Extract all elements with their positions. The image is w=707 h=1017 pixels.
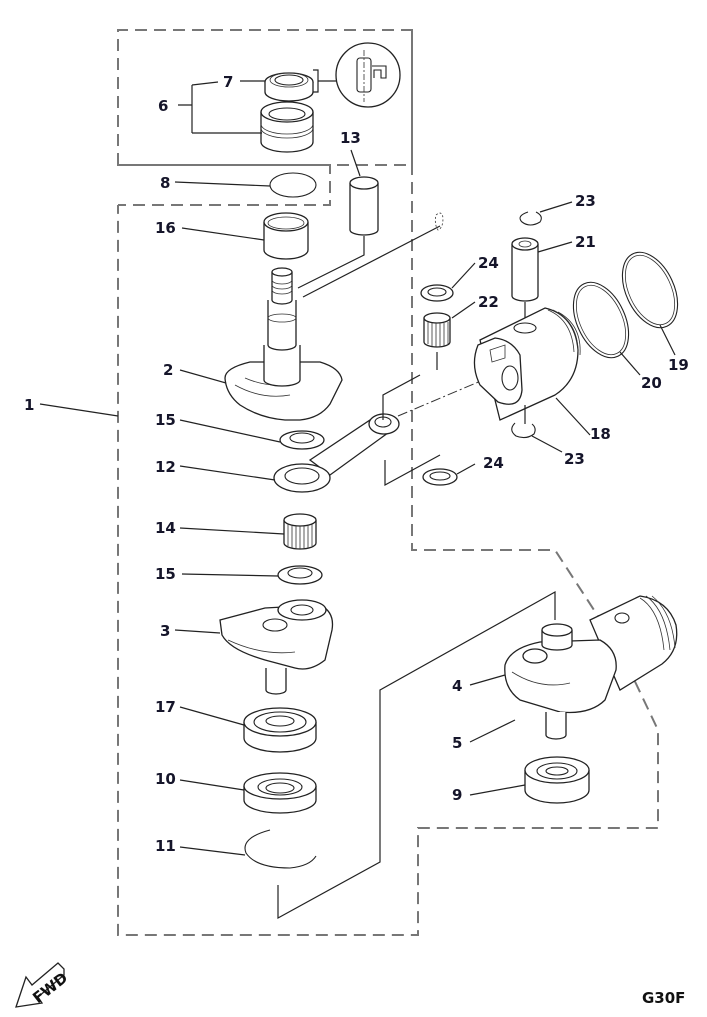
callout-20: 20	[641, 374, 662, 392]
part-12-connecting-rod[interactable]	[273, 413, 400, 493]
callout-10: 10	[155, 770, 176, 788]
callout-13: 13	[340, 129, 361, 147]
callout-11: 11	[155, 837, 176, 855]
fwd-arrow-icon: FWD	[15, 962, 71, 1008]
diagram-code: G30F	[642, 989, 685, 1007]
part-21-piston-pin[interactable]	[511, 237, 539, 302]
callout-3: 3	[160, 622, 170, 640]
callout-24a: 24	[478, 254, 499, 272]
oil-seal-detail-callout	[313, 42, 401, 108]
part-3-lower-crankshaft[interactable]	[219, 599, 334, 695]
dashed-outline-oring-group	[118, 164, 331, 206]
part-15-thrust-washer-upper[interactable]	[279, 430, 325, 450]
callout-24b: 24	[483, 454, 504, 472]
dashed-outline-crankshaft-assembly	[117, 30, 659, 936]
callout-19: 19	[668, 356, 689, 374]
part-20-piston-ring[interactable]	[562, 274, 639, 367]
callout-5: 5	[452, 734, 462, 752]
part-18-piston[interactable]	[473, 307, 581, 421]
part-23-clip-top[interactable]	[519, 211, 542, 226]
part-17-ball-bearing[interactable]	[243, 707, 317, 753]
part-16-bushing[interactable]	[263, 212, 309, 260]
callout-23a: 23	[575, 192, 596, 210]
callout-18: 18	[590, 425, 611, 443]
assembly-line-key	[297, 236, 365, 289]
part-22-small-end-bearing[interactable]	[423, 312, 451, 348]
callout-16: 16	[155, 219, 176, 237]
callout-23b: 23	[564, 450, 585, 468]
part-4-5-crankshaft-assembled[interactable]	[504, 595, 678, 740]
part-23-clip-bottom[interactable]	[511, 422, 536, 439]
part-24-washer-top[interactable]	[420, 284, 454, 302]
callout-2: 2	[163, 361, 173, 379]
callout-21: 21	[575, 233, 596, 251]
part-15-thrust-washer-lower[interactable]	[277, 565, 323, 585]
part-9-ball-bearing[interactable]	[524, 756, 590, 804]
callout-6: 6	[158, 97, 168, 115]
part-13-dowel-pin[interactable]	[349, 176, 379, 236]
callout-12: 12	[155, 458, 176, 476]
assembly-line-piston-pin	[384, 454, 441, 487]
assembly-line-small-end	[382, 374, 421, 420]
group-outlines	[117, 29, 659, 936]
callout-9: 9	[452, 786, 462, 804]
callout-4: 4	[452, 677, 462, 695]
callout-17: 17	[155, 698, 176, 716]
callout-labels: 1 2 3 4 5 6 7 8 9 10 11 12 13 14 15 15 1…	[24, 73, 689, 855]
part-2-upper-crankshaft[interactable]	[224, 267, 343, 421]
woodruff-key	[434, 212, 444, 231]
callout-8: 8	[160, 174, 170, 192]
leader-lines	[39, 80, 676, 856]
part-19-piston-ring[interactable]	[611, 244, 688, 337]
part-10-oil-seal[interactable]	[243, 772, 317, 814]
part-7-oil-seal[interactable]	[264, 72, 314, 102]
callout-7: 7	[223, 73, 233, 91]
part-11-circlip[interactable]	[244, 829, 317, 869]
callout-15b: 15	[155, 565, 176, 583]
part-24-washer-bottom[interactable]	[422, 468, 458, 486]
callout-1: 1	[24, 396, 34, 414]
part-8-o-ring[interactable]	[269, 172, 317, 198]
assembly-line-pin	[302, 225, 441, 298]
callout-14: 14	[155, 519, 176, 537]
callout-15a: 15	[155, 411, 176, 429]
part-14-needle-bearing[interactable]	[283, 513, 317, 550]
assembly-line-lower	[277, 590, 556, 920]
part-6-bearing[interactable]	[260, 101, 314, 153]
callout-22: 22	[478, 293, 499, 311]
